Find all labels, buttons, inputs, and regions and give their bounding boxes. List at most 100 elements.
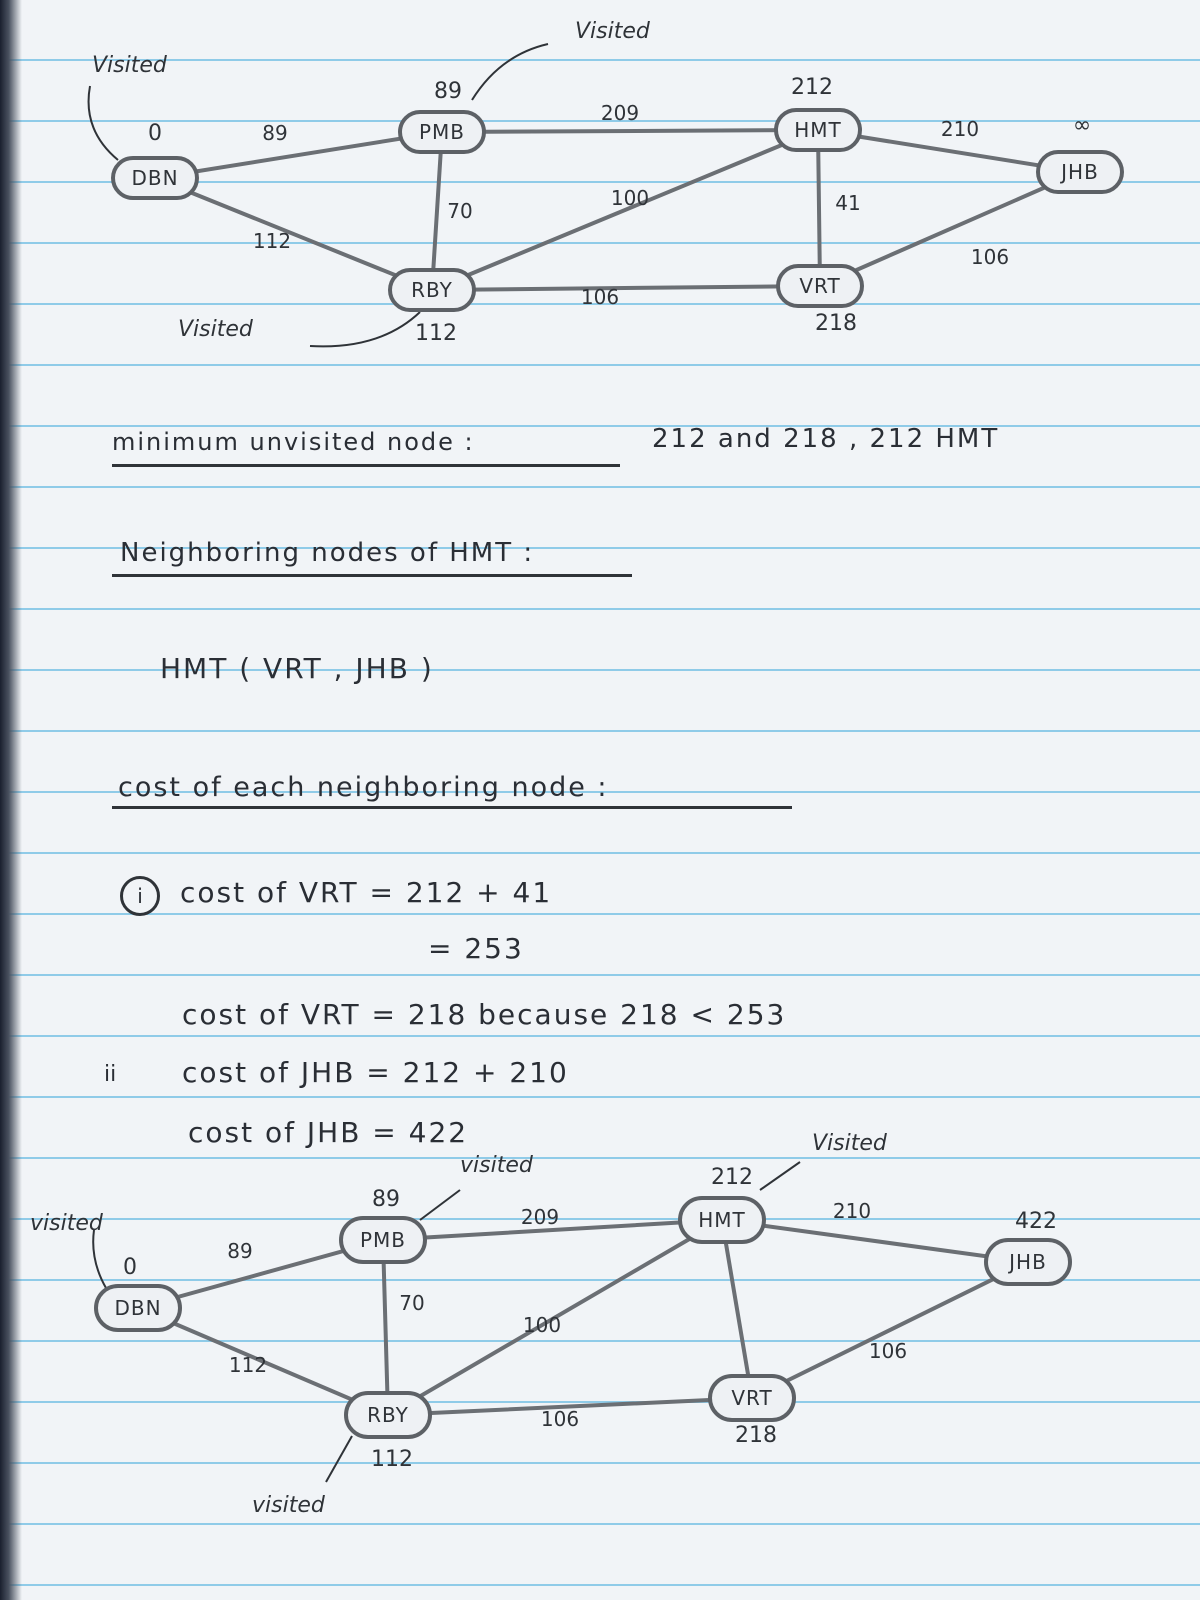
edge-weight-dbn-pmb: 89 bbox=[227, 1239, 252, 1263]
status-label-pmb: Visited bbox=[575, 19, 651, 44]
step-1-line-1: cost of VRT = 212 + 41 bbox=[180, 876, 553, 909]
edge-weight-vrt-jhb: 106 bbox=[869, 1339, 907, 1363]
step-1-line-2: = 253 bbox=[428, 932, 524, 965]
node-label-dbn: DBN bbox=[131, 166, 178, 190]
status-label-dbn: Visited bbox=[92, 53, 168, 78]
node-label-dbn: DBN bbox=[114, 1296, 161, 1320]
status-arrow-pmb bbox=[419, 1189, 461, 1221]
node-label-rby: RBY bbox=[411, 278, 453, 302]
edge-weight-rby-hmt: 100 bbox=[611, 186, 649, 210]
node-cost-vrt: 218 bbox=[815, 311, 857, 336]
cost-underline bbox=[112, 806, 792, 809]
edge-rby-hmt bbox=[386, 1218, 724, 1417]
status-arrow-dbn bbox=[87, 85, 119, 161]
status-arrow-rby bbox=[325, 1435, 353, 1483]
node-vrt bbox=[708, 1374, 796, 1422]
edge-rby-vrt bbox=[386, 1396, 754, 1417]
cost-heading: cost of each neighboring node : bbox=[118, 772, 609, 803]
neighbor-list: HMT ( VRT , JHB ) bbox=[160, 652, 434, 685]
edge-hmt-vrt bbox=[720, 1218, 754, 1400]
status-label-rby: Visited bbox=[178, 317, 254, 342]
edge-weight-rby-vrt: 106 bbox=[581, 285, 619, 309]
status-arrow-rby bbox=[309, 311, 421, 348]
step-2-line-1: cost of JHB = 212 + 210 bbox=[182, 1056, 569, 1089]
edge-dbn-pmb bbox=[153, 130, 444, 180]
step-2-marker: ii bbox=[104, 1062, 117, 1087]
edge-hmt-vrt bbox=[816, 128, 822, 288]
page-edge-shadow bbox=[0, 0, 22, 1600]
node-cost-dbn: 0 bbox=[123, 1255, 137, 1280]
minimum-underline bbox=[112, 464, 620, 467]
edge-pmb-rby bbox=[430, 130, 444, 292]
minimum-unvisited-value: 212 and 218 , 212 HMT bbox=[652, 424, 1000, 454]
neighbor-underline bbox=[112, 574, 632, 577]
edge-hmt-jhb bbox=[720, 1218, 1030, 1264]
node-label-jhb: JHB bbox=[1059, 160, 1099, 184]
node-label-hmt: HMT bbox=[794, 118, 842, 142]
node-hmt bbox=[774, 108, 862, 152]
edge-weight-rby-hmt: 100 bbox=[523, 1313, 561, 1337]
node-cost-hmt: 212 bbox=[711, 1165, 753, 1190]
edge-weight-dbn-rby: 112 bbox=[253, 229, 291, 253]
node-dbn bbox=[111, 156, 199, 200]
node-label-pmb: PMB bbox=[360, 1228, 406, 1252]
step-1-marker: i bbox=[120, 876, 160, 916]
node-cost-rby: 112 bbox=[415, 321, 457, 346]
node-label-jhb: JHB bbox=[1007, 1250, 1047, 1274]
node-cost-pmb: 89 bbox=[434, 79, 462, 104]
node-cost-hmt: 212 bbox=[791, 75, 833, 100]
edge-dbn-rby bbox=[153, 176, 434, 292]
node-jhb bbox=[1036, 150, 1124, 194]
edge-rby-hmt bbox=[430, 128, 820, 292]
status-arrow-pmb bbox=[471, 43, 549, 101]
status-label-rby: visited bbox=[252, 1493, 326, 1518]
edge-weight-dbn-rby: 112 bbox=[229, 1353, 267, 1377]
edge-pmb-hmt bbox=[381, 1218, 724, 1242]
node-dbn bbox=[94, 1284, 182, 1332]
node-jhb bbox=[984, 1238, 1072, 1286]
node-label-vrt: VRT bbox=[799, 274, 840, 298]
node-label-rby: RBY bbox=[367, 1403, 409, 1427]
node-label-hmt: HMT bbox=[698, 1208, 746, 1232]
node-label-pmb: PMB bbox=[419, 120, 465, 144]
status-label-pmb: visited bbox=[460, 1153, 534, 1178]
edge-weight-hmt-vrt: 41 bbox=[835, 191, 860, 215]
node-cost-vrt: 218 bbox=[735, 1423, 777, 1448]
node-rby bbox=[344, 1391, 432, 1439]
node-cost-rby: 112 bbox=[371, 1447, 413, 1472]
edge-hmt-jhb bbox=[816, 128, 1082, 174]
edge-dbn-rby bbox=[136, 1306, 390, 1417]
status-label-hmt: Visited bbox=[812, 1131, 888, 1156]
node-cost-jhb: ∞ bbox=[1073, 113, 1091, 138]
edge-weight-vrt-jhb: 106 bbox=[971, 245, 1009, 269]
minimum-unvisited-label: minimum unvisited node : bbox=[112, 428, 475, 456]
graph-after-visit: 89 209 210 70 112 100 106 106 visited visited Visi… bbox=[30, 1131, 1072, 1518]
step-1-line-3: cost of VRT = 218 because 218 < 253 bbox=[182, 998, 787, 1031]
edge-pmb-rby bbox=[381, 1238, 390, 1417]
edge-weight-pmb-rby: 70 bbox=[399, 1291, 424, 1315]
status-arrow-hmt bbox=[759, 1161, 801, 1191]
status-arrow-dbn bbox=[92, 1229, 107, 1289]
node-pmb bbox=[398, 110, 486, 154]
node-vrt bbox=[776, 264, 864, 308]
step-2-line-2: cost of JHB = 422 bbox=[188, 1116, 469, 1149]
edge-weight-pmb-hmt: 209 bbox=[601, 101, 639, 125]
edge-vrt-jhb bbox=[750, 1260, 1030, 1400]
edge-weight-dbn-pmb: 89 bbox=[262, 121, 287, 145]
node-pmb bbox=[339, 1216, 427, 1264]
node-label-vrt: VRT bbox=[731, 1386, 772, 1410]
edge-pmb-hmt bbox=[440, 128, 820, 134]
edge-weight-pmb-hmt: 209 bbox=[521, 1205, 559, 1229]
edge-rby-vrt bbox=[430, 284, 822, 292]
node-cost-dbn: 0 bbox=[148, 121, 162, 146]
edge-weight-rby-vrt: 106 bbox=[541, 1407, 579, 1431]
node-cost-jhb: 422 bbox=[1015, 1209, 1057, 1234]
edge-vrt-jhb bbox=[818, 170, 1082, 288]
neighbor-heading: Neighboring nodes of HMT : bbox=[120, 538, 535, 568]
node-rby bbox=[388, 268, 476, 312]
edge-weight-hmt-jhb: 210 bbox=[941, 117, 979, 141]
edge-weight-hmt-jhb: 210 bbox=[833, 1199, 871, 1223]
status-label-dbn: visited bbox=[30, 1211, 104, 1236]
node-cost-pmb: 89 bbox=[372, 1187, 400, 1212]
